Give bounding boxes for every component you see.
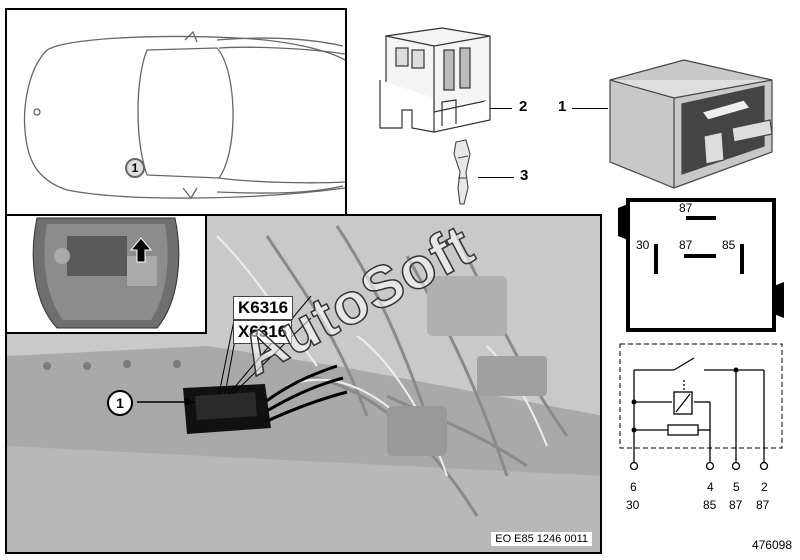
engine-photo-panel: K6316 X6316 1 EO E85 1246 0011 xyxy=(5,214,602,554)
terminal-leader-line xyxy=(478,177,514,178)
relay-drawing xyxy=(609,59,773,189)
photo-marker-1: 1 xyxy=(107,390,133,416)
pin-87-top xyxy=(686,216,716,220)
schematic-pin-num-4: 4 xyxy=(707,480,714,494)
pin-87-mid xyxy=(684,254,716,258)
callout-part-1: 1 xyxy=(558,98,567,115)
pin-85 xyxy=(740,244,744,274)
label-x6316-text: X6316 xyxy=(238,322,288,341)
schematic-pin-term-30: 30 xyxy=(626,498,640,512)
terminal-pin-drawing xyxy=(453,139,471,205)
car-marker-label: 1 xyxy=(131,161,139,175)
relay-socket-drawing xyxy=(379,27,491,133)
pin-label-30: 30 xyxy=(636,238,650,252)
car-outline-drawing xyxy=(23,30,345,200)
engine-bay-inset-drawing xyxy=(32,217,180,329)
label-x6316: X6316 xyxy=(233,320,293,344)
schematic-pin-num-5: 5 xyxy=(733,480,740,494)
pin-30 xyxy=(654,244,658,274)
photo-reference-text: EO E85 1246 0011 xyxy=(495,533,588,545)
engine-bay-inset xyxy=(7,216,207,334)
relay-leader-line xyxy=(572,108,608,109)
pin-label-85: 85 xyxy=(722,238,736,252)
car-location-panel: 1 xyxy=(5,8,347,216)
schematic-pin-term-87b: 87 xyxy=(756,498,770,512)
relay-circuit-schematic xyxy=(619,343,783,470)
relay-resistor xyxy=(667,424,699,436)
car-marker-1: 1 xyxy=(125,158,145,178)
schematic-pin-term-87a: 87 xyxy=(729,498,743,512)
callout-part-3: 3 xyxy=(520,167,529,184)
schematic-pin-term-85: 85 xyxy=(703,498,717,512)
callout-part-2: 2 xyxy=(519,98,528,115)
socket-leader-line xyxy=(490,108,512,109)
label-k6316-text: K6316 xyxy=(238,298,289,317)
schematic-pin-num-2: 2 xyxy=(761,480,768,494)
diagram-number: 476098 xyxy=(751,538,792,552)
photo-reference: EO E85 1246 0011 xyxy=(491,532,592,546)
schematic-pin-num-6: 6 xyxy=(630,480,637,494)
relay-pin-face xyxy=(618,198,784,332)
pin-label-87-mid: 87 xyxy=(679,238,693,252)
label-k6316: K6316 xyxy=(233,296,294,320)
photo-marker-label: 1 xyxy=(116,395,124,411)
pin-label-87-top: 87 xyxy=(679,201,693,215)
